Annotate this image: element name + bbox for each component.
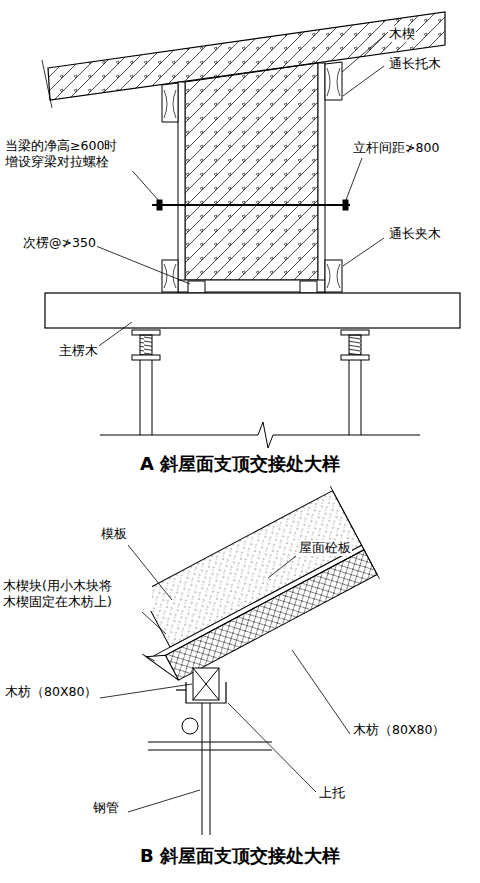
square-timber: [193, 668, 219, 700]
concrete-beam: [185, 63, 318, 280]
sloped-assembly: [146, 648, 179, 688]
formwork-label: 模板: [100, 526, 128, 542]
screw-jack: [140, 335, 152, 355]
wedge-block-note: 木楔块(用小木块将 木楔固定在木枋上): [2, 578, 152, 611]
slab-label: 屋面砼板: [298, 540, 352, 556]
wood-wedge: [325, 62, 342, 100]
leader-line: [292, 650, 350, 734]
break-line: [100, 422, 420, 448]
clamp-timber: [327, 264, 340, 288]
timber-label: 木枋（80X80）: [352, 722, 446, 738]
secondary-joist: [300, 281, 317, 293]
screw-jack: [349, 335, 361, 355]
detail-caption: B 斜屋面支顶交接处大样: [140, 844, 340, 868]
side-formwork: [178, 82, 185, 292]
square-timber: [193, 668, 219, 700]
sloped-roof-slab: [42, 60, 52, 108]
timber-label: 木枋（80X80）: [4, 684, 98, 700]
clamp-timber: [325, 260, 342, 292]
u-head-label: 上托: [318, 785, 346, 801]
wedge-label: 木楔: [388, 26, 416, 42]
screw-jack: [341, 355, 369, 360]
leader-line: [343, 238, 384, 266]
concrete-beam: [185, 63, 318, 280]
steel-pipe: [148, 750, 272, 751]
side-formwork: [318, 63, 325, 292]
leader-line: [128, 166, 160, 202]
sloped-assembly: [114, 486, 380, 694]
side-formwork: [178, 280, 325, 292]
leader-line: [128, 790, 200, 812]
steel-pipe: [210, 703, 211, 835]
through-bolt: [343, 200, 348, 210]
secondary-joist-spacing: 次楞@≯350: [22, 235, 97, 251]
wood-wedge: [162, 62, 342, 122]
leader-line: [268, 556, 296, 578]
steel-pipe: [148, 742, 272, 743]
leader-line: [346, 158, 362, 200]
sloped-assembly: [330, 486, 379, 579]
side-formwork: [178, 63, 325, 292]
detail-title: A 斜屋面支顶交接处大样: [140, 452, 340, 476]
screw-jack: [349, 360, 350, 435]
steel-pipe: [148, 703, 272, 835]
secondary-joist: [188, 281, 317, 293]
secondary-joist: [188, 281, 205, 293]
clamp-timber-label: 通长夹木: [388, 226, 442, 242]
main-joist: [45, 293, 460, 328]
leader-line: [96, 246, 190, 284]
leader-line: [96, 322, 132, 348]
u-head: [186, 682, 226, 703]
leader-line: [100, 684, 192, 698]
sloped-assembly: [165, 550, 377, 680]
support-timber-label: 通长托木: [388, 56, 442, 72]
screw-jack: [361, 360, 362, 435]
through-bolt: [152, 200, 350, 210]
steel-pipe-label: 钢管: [92, 800, 120, 816]
leader-line: [228, 703, 316, 792]
steel-pipe: [202, 703, 203, 835]
screw-jack: [132, 330, 160, 335]
wood-wedge: [327, 68, 340, 96]
screw-jack: [132, 330, 369, 435]
wood-wedge: [164, 90, 176, 118]
clamp-timber: [162, 260, 342, 292]
sloped-assembly: [154, 545, 364, 660]
leader-line: [343, 66, 384, 96]
pole-spacing-dimension: 立杆间距≯800: [352, 140, 440, 156]
through-bolt: [152, 204, 350, 206]
u-head: [176, 689, 186, 690]
leader-line: [342, 36, 384, 72]
steel-pipe: [182, 718, 198, 734]
bolt-note: 当梁的净高≥600时 增设穿梁对拉螺栓: [4, 138, 138, 171]
square-timber: [193, 668, 219, 700]
main-joist: [45, 293, 460, 328]
break-line: [100, 422, 420, 448]
screw-jack: [341, 330, 369, 335]
leader-line: [142, 612, 166, 634]
leader-line: [96, 36, 384, 348]
main-joist-label: 主楞木: [58, 343, 99, 359]
sloped-assembly: [142, 650, 155, 664]
screw-jack: [152, 360, 153, 435]
screw-jack: [140, 360, 141, 435]
screw-jack: [132, 355, 160, 360]
wood-wedge: [162, 83, 178, 122]
